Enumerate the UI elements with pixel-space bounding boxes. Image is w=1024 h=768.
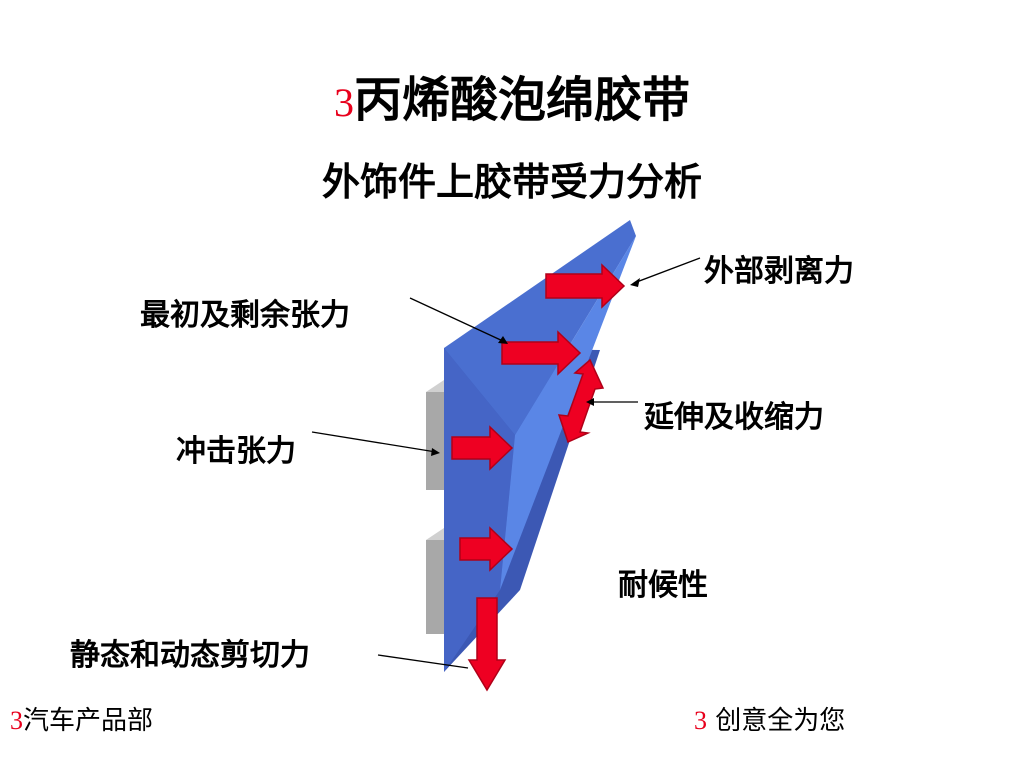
arrow-extension-double <box>557 358 605 444</box>
mounting-bracket-upper <box>426 380 444 490</box>
page-subtitle: 外饰件上胶带受力分析 <box>321 159 702 204</box>
arrow-impact <box>451 425 514 471</box>
footer-right: 3 创意全为您 <box>694 703 845 739</box>
footer-right-number: 3 <box>694 706 707 735</box>
arrow-initial-tension <box>501 330 582 376</box>
label-extension-contraction: 延伸及收缩力 <box>644 400 824 435</box>
label-peel-force: 外部剥离力 <box>704 254 854 289</box>
label-weather-resistance: 耐候性 <box>618 568 708 603</box>
footer-left-text: 汽车产品部 <box>23 706 154 736</box>
arrow-peel <box>545 263 626 309</box>
leader-shear <box>377 654 469 669</box>
leader-impact <box>311 431 437 453</box>
arrow-lower <box>459 526 514 572</box>
leader-initial-tension <box>409 297 506 343</box>
title-number: 3 <box>333 80 354 125</box>
label-shear-force: 静态和动态剪切力 <box>70 638 310 673</box>
page-title: 3丙烯酸泡绵胶带 <box>0 70 1024 133</box>
arrow-shear <box>467 597 507 692</box>
tape-front-face <box>500 236 636 590</box>
footer-left-number: 3 <box>10 706 23 735</box>
tape-side-face <box>444 348 515 672</box>
label-impact-tension: 冲击张力 <box>176 434 296 469</box>
footer-left: 3汽车产品部 <box>10 703 153 739</box>
label-initial-residual-tension: 最初及剩余张力 <box>140 298 350 333</box>
mounting-bracket-lower <box>426 528 444 634</box>
title-text: 丙烯酸泡绵胶带 <box>353 72 690 128</box>
footer-right-text: 创意全为您 <box>715 706 846 736</box>
leader-peel <box>633 257 701 284</box>
